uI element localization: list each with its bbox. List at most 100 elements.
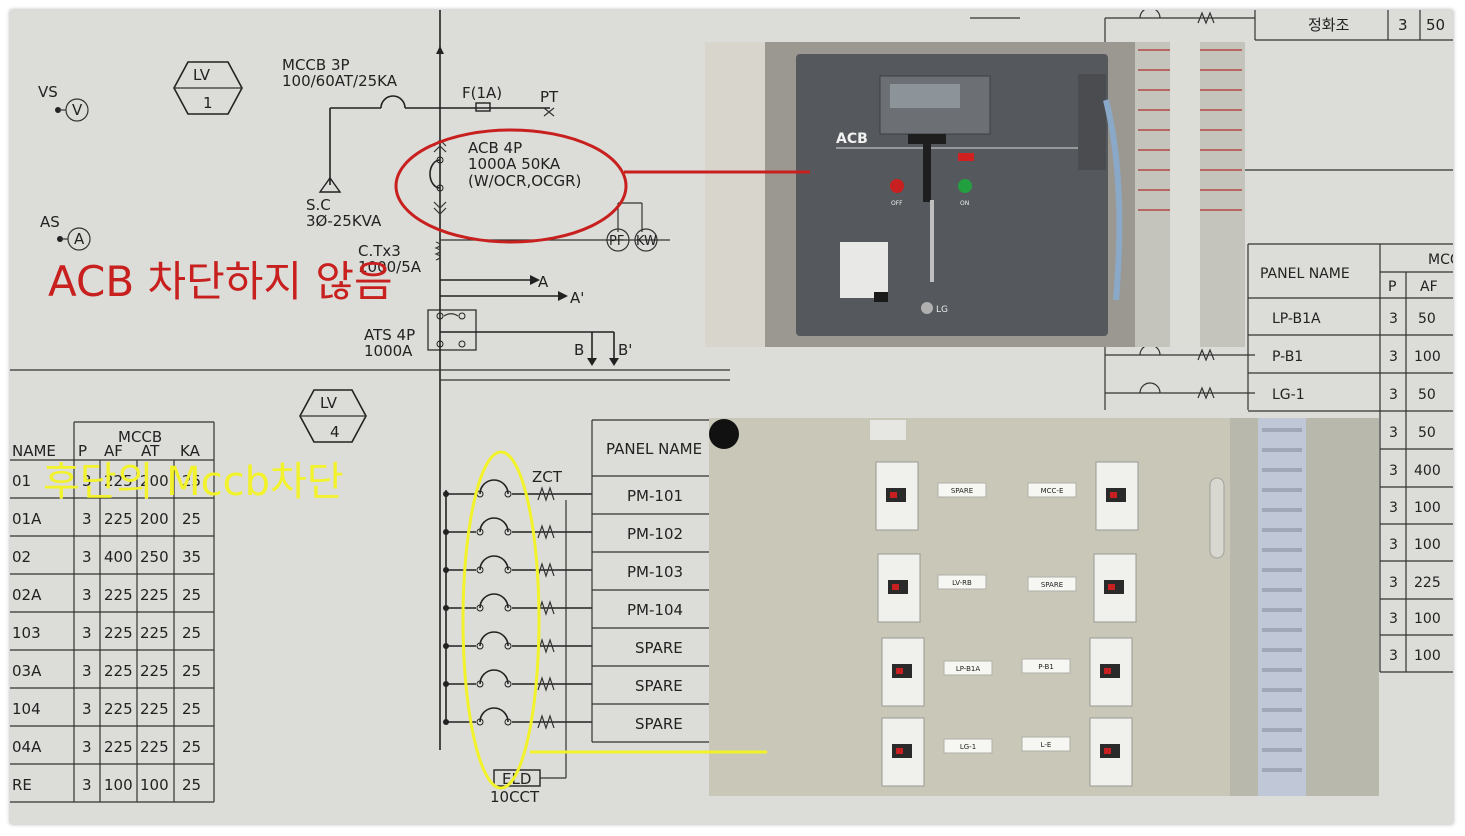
table-cell: 3 [1389,463,1398,479]
output-b-label: B [574,341,584,359]
acb-rating-label: 1000A 50KA [468,155,561,173]
table-cell: 400 [104,548,133,566]
acb-brand-label: ACB [836,131,868,147]
as-label: AS [40,213,60,231]
table-column-header: P [1388,279,1396,295]
table-cell: 3 [82,700,92,718]
panel-name-cell: SPARE [635,677,683,695]
lv4-label: LV [320,394,338,412]
table-cell: 3 [1389,387,1398,403]
table-cell: 3 [82,548,92,566]
acb-photo: ACB OFF ON LG [705,42,1245,347]
cell-p: 3 [1398,16,1408,34]
mccb-panel-label: SPARE [951,487,973,495]
table-cell: 02 [12,548,31,566]
panel-name-cell: PM-104 [627,601,683,619]
cell-af: 50 [1426,16,1445,34]
output-a-label: A [538,273,549,291]
acb-maker-label: LG [936,305,948,315]
table-cell: 225 [104,738,133,756]
sc-rating: 3Ø-25KVA [306,212,382,230]
table-cell: 3 [1389,537,1398,553]
table-cell: 3 [82,586,92,604]
table-cell: 225 [104,624,133,642]
table-cell: 100 [104,776,133,794]
table-cell: 104 [12,700,41,718]
output-a-prime-label: A' [570,289,584,307]
table-cell: 100 [1414,349,1441,365]
mccb-annotation-text: 후단의 Mccb차단 [43,459,344,505]
kw-meter-icon [634,228,658,252]
table-cell: 100 [1414,648,1441,664]
top-right-cell: 정화조 3 50 [970,10,1453,171]
table-cell: 3 [82,738,92,756]
ammeter-icon [67,227,91,251]
mccb-panel-label: LP-B1A [956,665,980,673]
table-cell: 225 [140,624,169,642]
table-column-header: AT [141,442,160,460]
table-cell: 225 [104,586,133,604]
table-cell: 3 [82,662,92,680]
panel-name-cell: LP-B1A [1272,311,1321,327]
table-cell: 225 [104,472,133,490]
table-cell: 3 [82,510,92,528]
ct-ratio: 1000/5A [358,258,422,276]
voltmeter-symbol: V [72,101,83,119]
right-panel-table: PANEL NAMEMCCPAFLP-B1A350P-B13100LG-1350… [1247,243,1453,673]
table-cell: 25 [182,510,201,528]
table-group-header: MCCB [118,428,162,446]
panel-name-cell: LG-1 [1272,387,1305,403]
sc-label: S.C [306,196,331,214]
table-cell: 25 [182,624,201,642]
mccb-panel-label: LV-RB [952,579,972,587]
table-cell: 01 [12,472,31,490]
table-cell: 200 [140,472,169,490]
table-cell: 100 [1414,537,1441,553]
panel-name-cell: PM-101 [627,487,683,505]
pt-label: PT [540,88,559,106]
table-column-header: AF [104,442,123,460]
table-cell: 225 [104,510,133,528]
table-cell: 225 [104,662,133,680]
table-column-header: KA [180,442,201,460]
table-column-header: AF [1420,279,1438,295]
table-column-header: NAME [12,442,56,460]
table-cell: 3 [1389,425,1398,441]
table-cell: 225 [140,662,169,680]
table-cell: 25 [182,738,201,756]
table-cell: 100 [140,776,169,794]
table-cell: 03A [12,662,42,680]
acb-off-label: OFF [891,200,903,207]
table-cell: 400 [1414,463,1441,479]
table-cell: 200 [140,510,169,528]
single-line-diagram: 정화조 3 50 LV 1 VS V AS A MCCB 3P 100/60AT… [10,10,1453,806]
kw-label: KW [636,234,657,249]
lv1-badge: LV 1 [173,61,243,115]
ats-rating-label: 1000A [364,342,413,360]
table-cell: 225 [1414,575,1441,591]
table-cell: 01A [12,510,42,528]
output-b-prime-label: B' [618,341,632,359]
middle-panel-table: PANEL NAMEPM-101PM-102PM-103PM-104SPARES… [591,419,710,743]
table-cell: 3 [1389,500,1398,516]
table-cell: 3 [1389,311,1398,327]
lv4-number: 4 [330,423,340,441]
ct-label: C.Tx3 [358,242,401,260]
acb-on-button [958,179,972,193]
voltmeter-icon [65,98,89,122]
mccb-panel-label: L-E [1041,741,1052,749]
ats-type-label: ATS 4P [364,326,415,344]
lv1-label: LV [193,66,211,84]
mcc-group-header: MCC [1428,252,1453,268]
acb-off-button [890,179,904,193]
panel-name-header: PANEL NAME [1260,266,1350,282]
acb-highlight-circle [394,128,628,244]
table-cell: 3 [1389,575,1398,591]
table-cell: 250 [140,548,169,566]
table-cell: 103 [12,624,41,642]
table-cell: RE [12,776,32,794]
mccb-panel-label: LG-1 [960,743,976,751]
table-cell: 50 [1418,425,1436,441]
table-cell: 02A [12,586,42,604]
